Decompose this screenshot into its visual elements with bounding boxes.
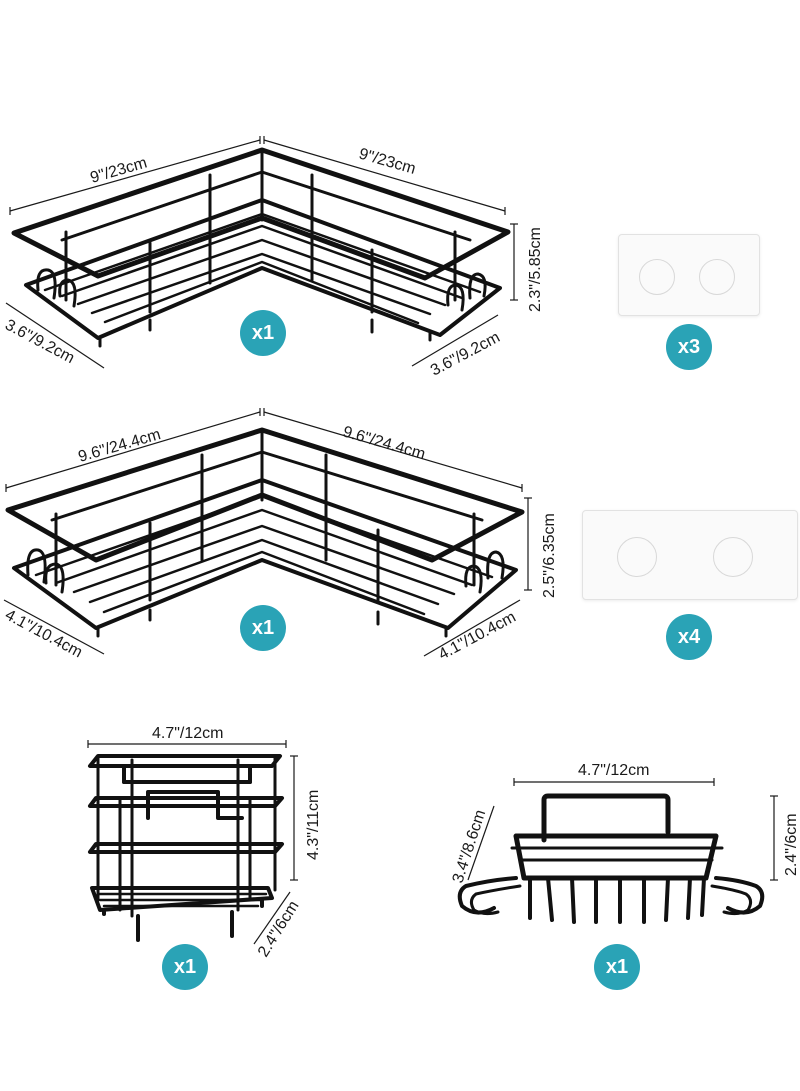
toothbrush-holder — [88, 754, 284, 942]
shelf-2-depth-right: 4.1"/10.4cm — [436, 609, 519, 664]
hook-circle-icon — [617, 537, 657, 577]
soap-dish-height: 2.4"/6cm — [783, 813, 800, 876]
shelf-2-height: 2.5"/6.35cm — [541, 513, 558, 598]
soap-dish-dimension-lines — [467, 778, 778, 881]
quantity-badge: x3 — [666, 324, 712, 370]
quantity-badge: x1 — [240, 605, 286, 651]
quantity-badge: x4 — [666, 614, 712, 660]
shelf-1-dimension-lines — [5, 136, 518, 369]
shelf-1-width-left: 9"/23cm — [88, 154, 149, 186]
soap-dish-width: 4.7"/12cm — [578, 762, 650, 779]
shelf-1-depth-left: 3.6"/9.2cm — [2, 317, 77, 368]
soap-dish — [457, 793, 765, 924]
hook-circle-icon — [699, 259, 735, 295]
corner-shelf-small — [11, 147, 511, 348]
adhesive-hook-large — [582, 510, 798, 600]
holder-dimension-lines — [87, 740, 298, 945]
shelf-2-width-left: 9.6"/24.4cm — [76, 426, 162, 466]
quantity-badge: x1 — [162, 944, 208, 990]
holder-width: 4.7"/12cm — [152, 725, 224, 742]
hook-circle-icon — [639, 259, 675, 295]
shelf-1-width-right: 9"/23cm — [357, 146, 418, 178]
soap-dish-depth: 3.4"/8.6cm — [450, 808, 490, 885]
quantity-badge: x1 — [240, 310, 286, 356]
shelf-2-dimension-lines — [3, 408, 532, 657]
shelf-1-height: 2.3"/5.85cm — [527, 227, 544, 312]
holder-height: 4.3"/11cm — [305, 790, 322, 860]
quantity-badge: x1 — [594, 944, 640, 990]
shelf-2-depth-left: 4.1"/10.4cm — [2, 607, 85, 662]
hook-circle-icon — [713, 537, 753, 577]
corner-shelf-large — [5, 427, 525, 638]
adhesive-hook-small — [618, 234, 760, 316]
